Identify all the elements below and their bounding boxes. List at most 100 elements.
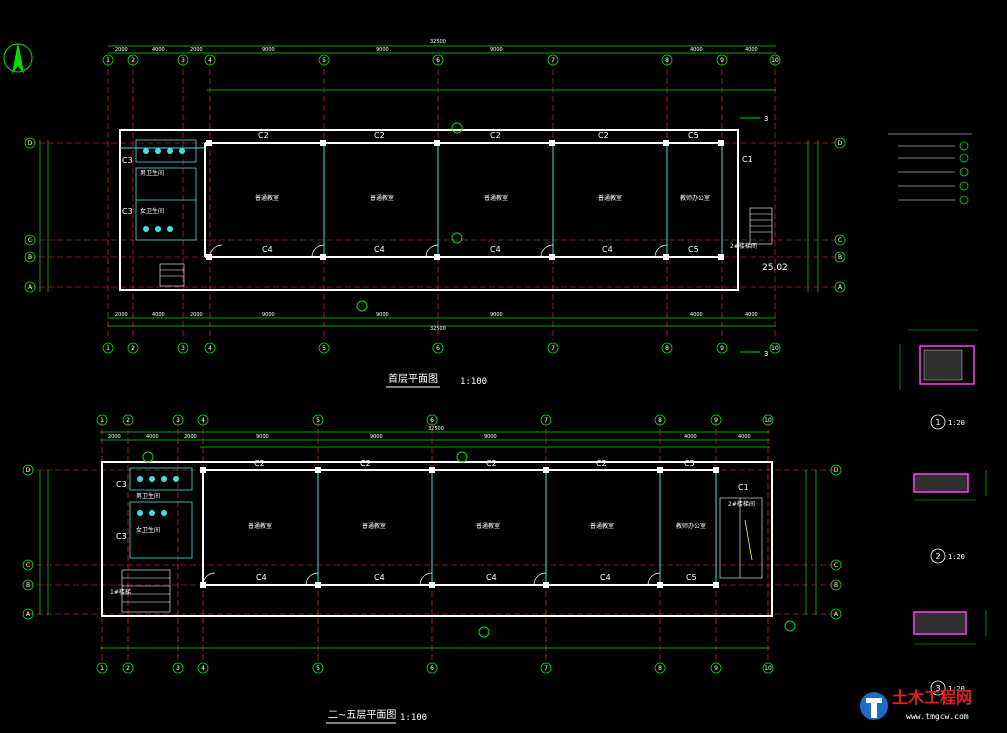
axis-label: B	[26, 582, 30, 589]
axis-label: 9	[720, 57, 724, 64]
axis-label: D	[26, 467, 31, 474]
room-label: 普通教室	[370, 194, 394, 202]
window-label: C2	[490, 131, 501, 140]
room-label: 教师办公室	[676, 522, 706, 530]
window-label: C5	[688, 245, 699, 254]
total-dim: 32500	[430, 39, 446, 45]
axis-label: 9	[720, 345, 724, 352]
window-label: C2	[598, 131, 609, 140]
detail-scale: 1:20	[948, 419, 965, 427]
window-label: C3	[116, 532, 127, 541]
window-label: C4	[262, 245, 273, 254]
dim-text: 9000	[370, 434, 383, 440]
axis-label: C	[838, 237, 842, 244]
window-label: C2	[254, 459, 265, 468]
axis-label: A	[28, 284, 33, 291]
axis-label: C	[26, 562, 30, 569]
room-label: 男卫生间	[140, 169, 164, 177]
window-label: C2	[360, 459, 371, 468]
room-label: 女卫生间	[140, 207, 164, 215]
axis-label: 7	[551, 345, 555, 352]
window-label: C3	[122, 156, 133, 165]
upper-floor-plan: C2 C2 C2 C2 C5 C4 C4 C4 C4 C5 C3 C3 C1 男…	[22, 414, 842, 724]
axis-label: C	[28, 237, 32, 244]
room-label: 教师办公室	[680, 194, 710, 202]
window-label: C1	[738, 483, 749, 492]
dim-text: 4000	[152, 312, 165, 318]
window-label: C2	[258, 131, 269, 140]
axis-label: 5	[322, 57, 326, 64]
north-arrow-icon	[3, 42, 33, 74]
window-label: C4	[600, 573, 611, 582]
axis-label: 3	[181, 57, 185, 64]
room-label: 普通教室	[476, 522, 500, 530]
axis-label: D	[28, 140, 33, 147]
axis-label: 8	[665, 57, 669, 64]
detail-scale: 1:20	[948, 685, 965, 693]
dim-text: 4000	[738, 434, 751, 440]
total-dim: 32500	[428, 426, 444, 432]
plan-scale: 1:100	[460, 377, 487, 387]
axis-label: 4	[201, 417, 205, 424]
dim-text: 9000	[376, 312, 389, 318]
axis-label: 8	[665, 345, 669, 352]
axis-label: 4	[208, 57, 212, 64]
room-label: 女卫生间	[136, 526, 160, 534]
dim-text: 2000	[190, 312, 203, 318]
axis-label: 4	[208, 345, 212, 352]
room-label: 普通教室	[598, 194, 622, 202]
axis-label: 2	[131, 345, 135, 352]
axis-label: 5	[316, 417, 320, 424]
axis-label: C	[834, 562, 838, 569]
axis-label: 2	[131, 57, 135, 64]
axis-label: 8	[658, 417, 662, 424]
section-mark: 3	[764, 350, 768, 358]
room-label: 普通教室	[590, 522, 614, 530]
axis-label: 1	[100, 417, 104, 424]
window-label: C1	[742, 155, 753, 164]
axis-label: B	[834, 582, 838, 589]
axis-label: 5	[316, 665, 320, 672]
axis-label: A	[834, 611, 839, 618]
axis-label: 6	[436, 57, 440, 64]
dim-text: 9000	[262, 312, 275, 318]
dim-text: 2000	[108, 434, 121, 440]
room-label: 普通教室	[255, 194, 279, 202]
axis-label: A	[26, 611, 31, 618]
axis-label: 2	[126, 417, 130, 424]
window-label: C4	[374, 245, 385, 254]
axis-label: 3	[181, 345, 185, 352]
ground-floor-plan: C2 C2 C2 C2 C5 C4 C4 C4 C4 C5 C3 C3 C1 男…	[24, 39, 846, 388]
axis-label: 1	[106, 57, 110, 64]
axis-label: B	[28, 254, 32, 261]
axis-label: 1	[106, 345, 110, 352]
window-label: C3	[116, 480, 127, 489]
section-mark: 3	[764, 115, 768, 123]
detail-number: 2	[935, 552, 940, 561]
room-label: 普通教室	[248, 522, 272, 530]
axis-label: 5	[322, 345, 326, 352]
axis-label: 6	[436, 345, 440, 352]
axis-label: 10	[764, 665, 772, 672]
axis-label: 7	[544, 665, 548, 672]
dim-text: 2000	[115, 47, 128, 53]
dim-text: 4000	[745, 312, 758, 318]
axis-label: 3	[176, 665, 180, 672]
plan-title: 二~五层平面图	[328, 709, 396, 721]
window-label: C4	[486, 573, 497, 582]
window-label: C5	[688, 131, 699, 140]
detail-number: 3	[935, 684, 940, 693]
axis-label: 8	[658, 665, 662, 672]
dim-text: 2000	[115, 312, 128, 318]
window-label: C2	[486, 459, 497, 468]
plan-scale: 1:100	[400, 713, 427, 723]
axis-label: 6	[430, 665, 434, 672]
axis-label: 9	[714, 417, 718, 424]
axis-label: 1	[100, 665, 104, 672]
room-label: 普通教室	[484, 194, 508, 202]
dim-text: 4000	[745, 47, 758, 53]
window-label: C2	[596, 459, 607, 468]
window-label: C4	[256, 573, 267, 582]
total-dim: 32500	[430, 326, 446, 332]
watermark-url: www.tmgcw.com	[906, 712, 969, 721]
